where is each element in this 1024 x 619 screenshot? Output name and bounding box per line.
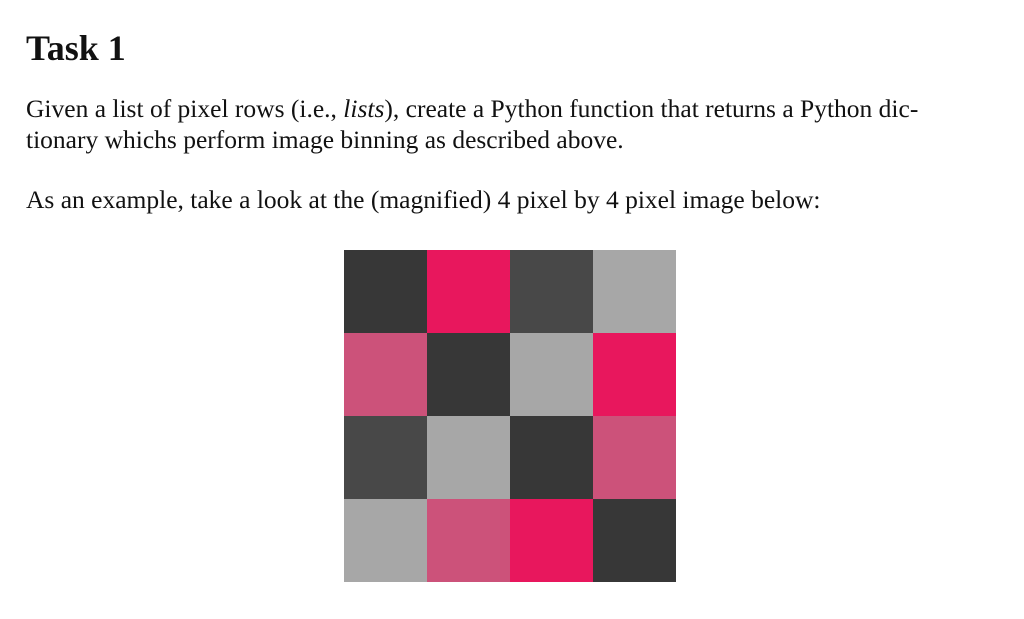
description-line-2: tionary whichs perform image binning as … bbox=[26, 125, 624, 154]
example-intro: As an example, take a look at the (magni… bbox=[26, 185, 821, 214]
task-description: Given a list of pixel rows (i.e., lists)… bbox=[26, 93, 918, 155]
pixel-cell bbox=[593, 250, 676, 333]
pixel-cell bbox=[510, 416, 593, 499]
description-text: Given a list of pixel rows (i.e., bbox=[26, 94, 344, 123]
pixel-cell bbox=[344, 499, 427, 582]
task-heading: Task 1 bbox=[26, 28, 126, 68]
pixel-cell bbox=[593, 416, 676, 499]
pixel-cell bbox=[344, 416, 427, 499]
pixel-cell bbox=[427, 333, 510, 416]
pixel-cell bbox=[510, 250, 593, 333]
pixel-cell bbox=[593, 333, 676, 416]
pixel-cell bbox=[510, 499, 593, 582]
lists-emphasis: lists bbox=[343, 94, 385, 123]
pixel-cell bbox=[510, 333, 593, 416]
description-line-1: Given a list of pixel rows (i.e., lists)… bbox=[26, 93, 918, 124]
pixel-cell bbox=[344, 333, 427, 416]
description-text: ), create a Python function that returns… bbox=[384, 94, 919, 123]
pixel-cell bbox=[593, 499, 676, 582]
pixel-cell bbox=[427, 250, 510, 333]
pixel-cell bbox=[427, 416, 510, 499]
pixel-image-grid bbox=[344, 250, 676, 582]
pixel-cell bbox=[427, 499, 510, 582]
pixel-cell bbox=[344, 250, 427, 333]
